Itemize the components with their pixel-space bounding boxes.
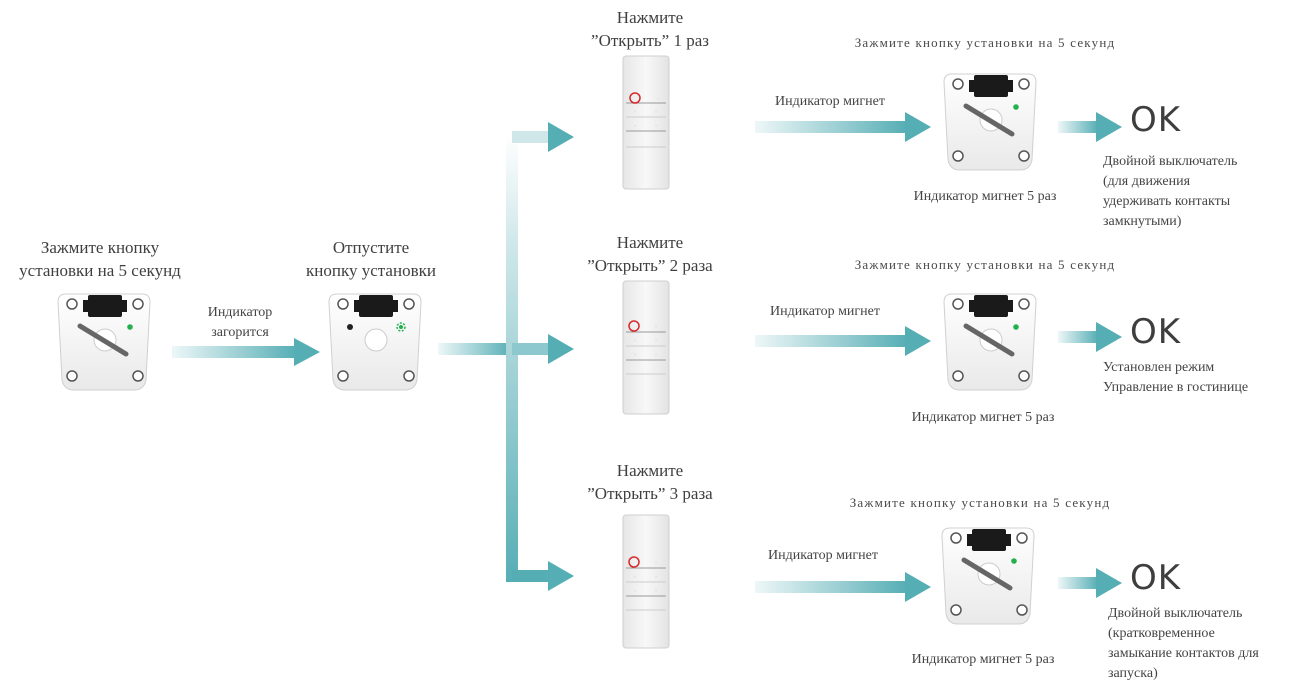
svg-text:◦: ◦: [634, 588, 636, 593]
branch2-arrow-to-device: [755, 326, 931, 356]
branch3-ok-text: OK: [1130, 558, 1182, 598]
remote-control-3: ◦ ◦ ◦ ◦ ◦: [622, 514, 670, 649]
remote-control-2: ◦ ◦ ◦ ◦ ◦: [622, 280, 670, 415]
branch1-hold-header: Зажмите кнопку установки на 5 секунд: [854, 35, 1116, 50]
branch1-arrow-to-ok: [1058, 112, 1122, 142]
svg-text:◦: ◦: [655, 123, 657, 128]
start-title: Зажмите кнопку установки на 5 секунд: [19, 238, 181, 280]
remote-control-1: ◦ ◦ ◦ ◦ ◦: [622, 55, 670, 190]
branch3-blink-label: Индикатор мигнет 5 раз: [911, 652, 1055, 667]
branch2-blink-label: Индикатор мигнет 5 раз: [911, 410, 1055, 425]
branch1-blink-label: Индикатор мигнет 5 раз: [913, 189, 1057, 204]
svg-text:◦: ◦: [655, 574, 657, 579]
branch3-hold-header: Зажмите кнопку установки на 5 секунд: [849, 495, 1111, 510]
receiver-device-branch1: [943, 73, 1037, 171]
svg-text:◦: ◦: [634, 109, 636, 114]
branch2-arrow-label: Индикатор мигнет: [769, 304, 880, 319]
arrow-start-to-release: [172, 338, 320, 366]
branch2-ok-text: OK: [1130, 312, 1182, 352]
svg-text:◦: ◦: [634, 338, 636, 343]
svg-text:◦: ◦: [655, 560, 657, 565]
receiver-device-branch3: [941, 527, 1035, 625]
branch1-ok-text: OK: [1130, 100, 1182, 140]
svg-text:◦: ◦: [634, 574, 636, 579]
branch2-hold-header: Зажмите кнопку установки на 5 секунд: [854, 257, 1116, 272]
svg-text:◦: ◦: [655, 352, 657, 357]
svg-text:◦: ◦: [634, 123, 636, 128]
release-title: Отпустите кнопку установки: [306, 238, 436, 280]
svg-text:◦: ◦: [634, 352, 636, 357]
receiver-device-released: [328, 293, 422, 391]
receiver-device-branch2: [943, 293, 1037, 391]
svg-text:◦: ◦: [657, 96, 659, 101]
svg-text:◦: ◦: [655, 324, 657, 329]
receiver-device-pressed: [57, 293, 151, 391]
svg-text:◦: ◦: [655, 588, 657, 593]
svg-text:◦: ◦: [655, 338, 657, 343]
branch3-result: Двойной выключатель (кратковременное зам…: [1108, 606, 1259, 681]
branch1-arrow-to-device: [755, 112, 931, 142]
branch3-arrow-label: Индикатор мигнет: [767, 548, 878, 563]
branch1-result: Двойной выключатель (для движения удержи…: [1103, 154, 1238, 229]
branch2-result: Установлен режим Управление в гостинице: [1103, 360, 1249, 395]
branch3-press-label: Нажмите ”Открыть” 3 раза: [587, 461, 713, 503]
branch3-arrow-to-ok: [1058, 568, 1122, 598]
branch3-arrow-to-device: [755, 572, 931, 602]
branch2-press-label: Нажмите ”Открыть” 2 раза: [587, 233, 713, 275]
branch1-press-label: Нажмите ”Открыть” 1 раз: [591, 8, 709, 50]
arrow-start-label: Индикатор загорится: [207, 305, 273, 340]
branch-splitter: [438, 122, 574, 591]
branch1-arrow-label: Индикатор мигнет: [774, 94, 885, 109]
svg-text:◦: ◦: [655, 109, 657, 114]
branch2-arrow-to-ok: [1058, 322, 1122, 352]
